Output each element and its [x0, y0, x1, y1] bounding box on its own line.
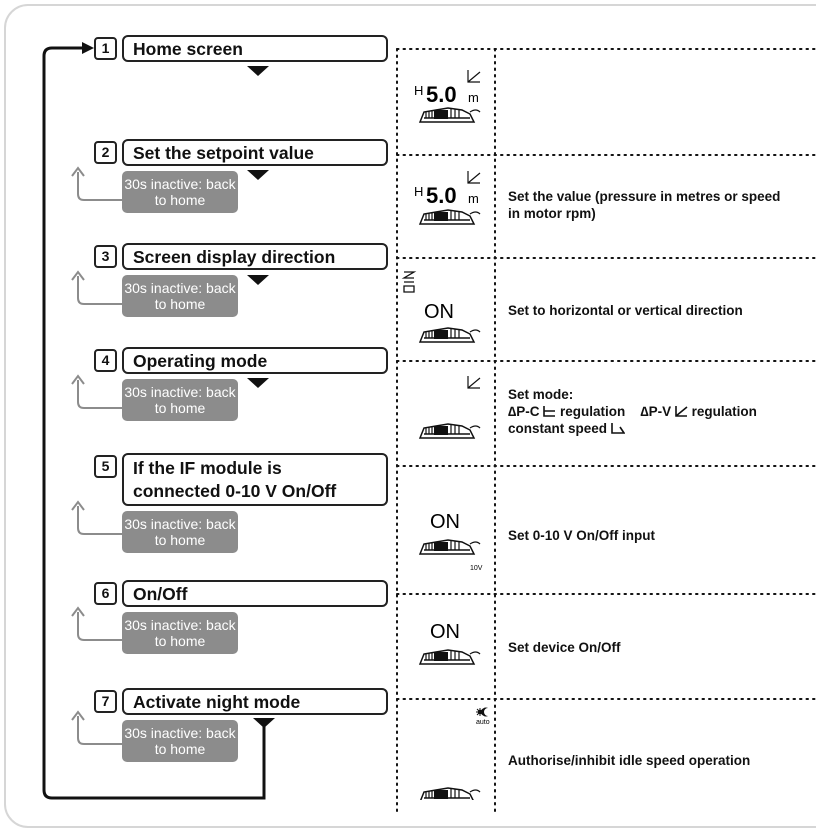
- step-4-description-line-2: ∆P-C regulation ∆P-V regulation: [508, 404, 757, 419]
- lcd-operating-mode: [419, 376, 481, 439]
- svg-text:auto: auto: [476, 719, 490, 726]
- back-arrow-2: [77, 172, 122, 201]
- lcd-night-mode: auto: [419, 707, 490, 800]
- step-5-inactive-label: 30s inactive: back to home: [122, 511, 238, 553]
- svg-text:H: H: [414, 184, 423, 199]
- step-2-inactive-label: 30s inactive: back to home: [122, 171, 238, 213]
- step-5-title-line-2: connected 0-10 V On/Off: [133, 481, 337, 501]
- step-4-inactive-label: 30s inactive: back to home: [122, 379, 238, 421]
- down-arrow-7: [253, 718, 275, 728]
- step-7-inactive-label: 30s inactive: back to home: [122, 720, 238, 762]
- svg-text:10V: 10V: [470, 565, 483, 572]
- step-5-title-line-1: If the IF module is: [133, 458, 282, 478]
- svg-text:ON: ON: [430, 621, 460, 643]
- step-2-description: Set the value (pressure in metres or spe…: [508, 189, 781, 221]
- loop-back-arrowhead: [82, 42, 94, 54]
- down-arrow-4: [247, 378, 269, 388]
- step-3-inactive-label: 30s inactive: back to home: [122, 275, 238, 317]
- step-5-number: 5: [94, 455, 117, 478]
- step-5-title: If the IF module is connected 0-10 V On/…: [122, 453, 388, 506]
- step-2-number: 2: [94, 141, 117, 164]
- loop-back-line: [42, 46, 266, 800]
- step-6-title: On/Off: [122, 580, 388, 607]
- svg-text:H: H: [414, 83, 423, 98]
- svg-text:ON: ON: [430, 511, 460, 533]
- step-6-description: Set device On/Off: [508, 640, 621, 655]
- step-4-description-line-3: constant speed: [508, 420, 816, 437]
- step-4-description: Set mode: ∆P-C regulation ∆P-V regulatio…: [508, 386, 816, 437]
- down-arrow-3: [247, 275, 269, 285]
- svg-text:m: m: [468, 191, 479, 206]
- step-7-description: Authorise/inhibit idle speed operation: [508, 753, 751, 768]
- lcd-home-screen: H 5.0 m: [414, 70, 481, 123]
- back-arrow-7: [77, 716, 122, 745]
- step-4-number: 4: [94, 349, 117, 372]
- step-5-description: Set 0-10 V On/Off input: [508, 528, 656, 543]
- step-6-inactive-label: 30s inactive: back to home: [122, 612, 238, 654]
- step-3-title: Screen display direction: [122, 243, 388, 270]
- variable-pressure-icon: [675, 406, 688, 417]
- lcd-direction: ON: [401, 271, 481, 343]
- step-3-description: Set to horizontal or vertical direction: [508, 303, 743, 318]
- lcd-setpoint: H 5.0 m: [414, 171, 481, 225]
- step-1-number: 1: [94, 37, 117, 60]
- back-arrow-4: [77, 380, 122, 409]
- lcd-icons-layer: H 5.0 m H 5.0 m ON ON 10V ON auto: [401, 70, 490, 800]
- constant-pressure-icon: [543, 406, 556, 417]
- constant-speed-icon: [610, 423, 626, 434]
- down-arrow-2: [247, 170, 269, 180]
- down-arrow-1: [247, 66, 269, 76]
- step-7-title: Activate night mode: [122, 688, 388, 715]
- back-arrow-5: [77, 506, 122, 535]
- step-4-title: Operating mode: [122, 347, 388, 374]
- lcd-0-10v: ON 10V: [419, 511, 483, 572]
- svg-text:5.0: 5.0: [426, 82, 457, 107]
- lcd-on-off: ON: [419, 621, 481, 665]
- back-arrow-3: [77, 276, 122, 305]
- svg-text:5.0: 5.0: [426, 183, 457, 208]
- step-3-number: 3: [94, 245, 117, 268]
- back-arrow-6: [77, 612, 122, 641]
- svg-text:m: m: [468, 90, 479, 105]
- step-1-title: Home screen: [122, 35, 388, 62]
- step-4-description-line-1: Set mode:: [508, 387, 574, 402]
- svg-text:ON: ON: [424, 301, 454, 323]
- step-7-number: 7: [94, 690, 117, 713]
- step-6-number: 6: [94, 582, 117, 605]
- step-2-title: Set the setpoint value: [122, 139, 388, 166]
